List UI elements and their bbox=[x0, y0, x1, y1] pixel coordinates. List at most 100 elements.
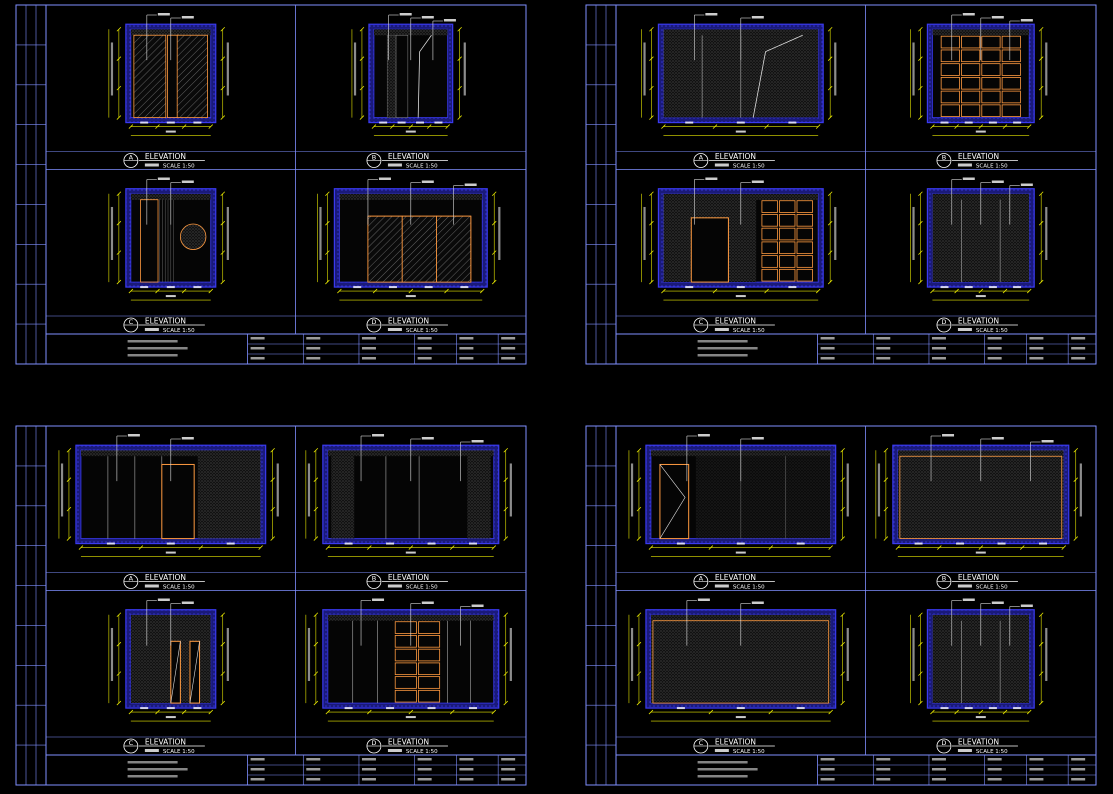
round-mirror bbox=[179, 223, 207, 250]
shelf-cell bbox=[961, 35, 981, 49]
annotation-text-mark bbox=[1079, 463, 1082, 517]
sliding-door-panel bbox=[436, 215, 472, 283]
dimension-tick bbox=[408, 709, 414, 715]
title-text-mark bbox=[501, 357, 516, 360]
dimension-tick bbox=[648, 545, 654, 550]
view-marker-letter: B bbox=[942, 153, 946, 161]
shelf-cell bbox=[1001, 77, 1021, 90]
annotation-text-mark bbox=[1045, 42, 1048, 96]
note-text-mark bbox=[127, 354, 178, 357]
title-text-mark bbox=[417, 337, 432, 340]
callout-text-mark bbox=[127, 434, 140, 437]
title-text-mark bbox=[987, 337, 1002, 340]
title-text-mark bbox=[417, 778, 432, 781]
view-subtitle-mark bbox=[387, 163, 402, 167]
dimension-tick bbox=[116, 700, 122, 706]
dimension-text-mark bbox=[405, 130, 416, 133]
dimension-text-mark bbox=[964, 707, 973, 710]
title-text-mark bbox=[1071, 357, 1086, 360]
dimension-tick bbox=[503, 641, 509, 647]
dimension-text-mark bbox=[469, 707, 478, 710]
dimension-text-mark bbox=[975, 295, 986, 298]
shelf-cell bbox=[394, 621, 417, 634]
title-text-mark bbox=[417, 357, 432, 360]
shelf-cell bbox=[1001, 104, 1021, 117]
view-marker-letter: B bbox=[942, 574, 946, 582]
view-scale: SCALE 1:50 bbox=[163, 164, 195, 170]
dimension-tick bbox=[636, 447, 642, 453]
annotation-text-mark bbox=[846, 627, 849, 681]
view-title: ELEVATION bbox=[958, 738, 999, 747]
dimension-text-mark bbox=[469, 542, 478, 545]
title-text-mark bbox=[987, 768, 1002, 771]
dimension-text-mark bbox=[405, 716, 416, 719]
dimension-text-mark bbox=[397, 121, 406, 124]
dimension-text-mark bbox=[1013, 707, 1022, 710]
shelf-cell bbox=[394, 676, 417, 689]
callout-text-mark bbox=[697, 434, 710, 437]
dimension-tick bbox=[1002, 288, 1008, 294]
view-scale: SCALE 1:50 bbox=[976, 749, 1008, 755]
annotation-text-mark bbox=[877, 463, 881, 517]
dimension-text-mark bbox=[788, 121, 797, 124]
annotation-text-mark bbox=[643, 206, 646, 260]
dimension-tick bbox=[313, 700, 319, 706]
shelf-cell bbox=[394, 662, 417, 676]
shelf-cell bbox=[1001, 35, 1021, 49]
view-title: ELEVATION bbox=[958, 317, 999, 326]
dimension-tick bbox=[220, 85, 226, 91]
dimension-tick bbox=[649, 191, 654, 197]
door-swing-line bbox=[170, 641, 181, 704]
timber-door bbox=[140, 199, 159, 283]
dimension-text-mark bbox=[956, 542, 965, 545]
dimension-tick bbox=[1038, 279, 1044, 285]
shelf-cell bbox=[418, 621, 441, 634]
title-text-mark bbox=[361, 768, 376, 771]
dimension-tick bbox=[491, 220, 497, 226]
annotation-text-mark bbox=[110, 206, 114, 260]
callout-text-mark bbox=[443, 19, 456, 22]
dimension-tick bbox=[128, 288, 134, 294]
dimension-tick bbox=[220, 26, 226, 32]
callout-text-mark bbox=[471, 604, 484, 607]
view-subtitle-mark bbox=[714, 163, 729, 167]
dimension-tick bbox=[1026, 709, 1032, 715]
dimension-text-mark bbox=[1039, 542, 1048, 545]
dimension-tick bbox=[649, 279, 654, 285]
title-text-mark bbox=[361, 758, 376, 761]
title-text-mark bbox=[1071, 768, 1086, 771]
callout-text-mark bbox=[962, 13, 975, 16]
view-subtitle-mark bbox=[957, 328, 972, 331]
dimension-text-mark bbox=[166, 542, 175, 545]
dimension-tick bbox=[337, 288, 342, 294]
dimension-tick bbox=[491, 709, 497, 715]
dimension-tick bbox=[918, 85, 923, 91]
title-text-mark bbox=[1029, 347, 1044, 350]
dimension-tick bbox=[313, 506, 319, 512]
dimension-tick bbox=[426, 124, 432, 129]
shelf-cell bbox=[961, 49, 981, 63]
dimension-tick bbox=[978, 709, 984, 715]
shelf-cell bbox=[981, 104, 1001, 117]
dimension-tick bbox=[325, 709, 331, 715]
title-text-mark bbox=[931, 758, 946, 761]
annotation-text-mark bbox=[226, 206, 229, 260]
callout-text-mark bbox=[421, 437, 434, 440]
view-title: ELEVATION bbox=[145, 573, 186, 582]
shelf-cell bbox=[761, 200, 778, 213]
callout-text-mark bbox=[962, 177, 975, 180]
dimension-tick bbox=[1073, 536, 1079, 541]
dimension-tick bbox=[408, 124, 414, 129]
door-opening bbox=[690, 217, 729, 283]
dimension-tick bbox=[828, 709, 833, 715]
dimension-tick bbox=[390, 124, 395, 129]
view-marker-letter: A bbox=[699, 574, 704, 582]
shelf-cell bbox=[418, 689, 441, 703]
dimension-tick bbox=[895, 545, 901, 550]
view-scale: SCALE 1:50 bbox=[976, 585, 1008, 591]
note-text-mark bbox=[697, 775, 748, 778]
shelf-cell bbox=[761, 241, 778, 255]
door-leaf bbox=[395, 34, 409, 118]
